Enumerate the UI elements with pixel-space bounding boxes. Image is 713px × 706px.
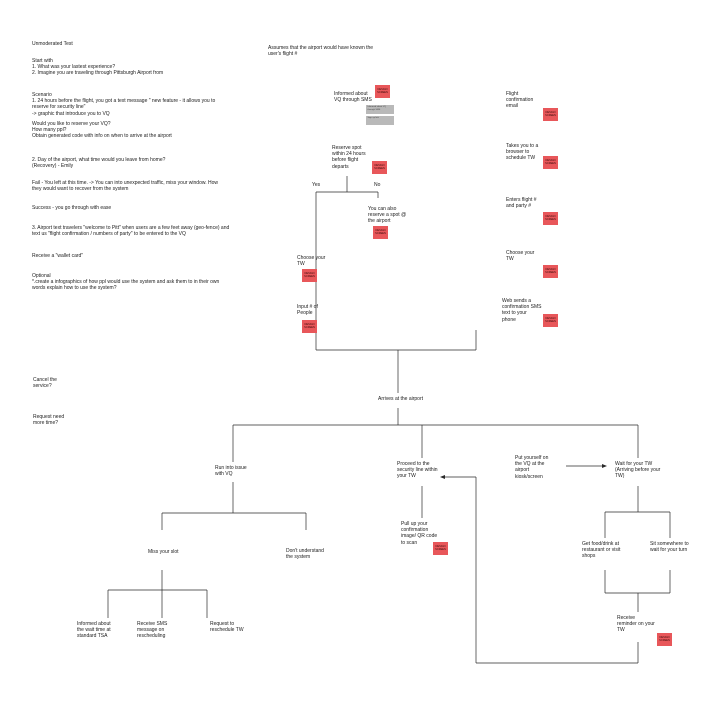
design-screen-sticky: DESIGN SCREEN — [543, 212, 558, 225]
grey-note-sms: Informed about VQ through SMS — [366, 105, 394, 114]
notes-day-of: 2. Day of the airport, what time would y… — [32, 157, 166, 170]
design-screen-sticky: DESIGN SCREEN — [375, 85, 390, 98]
design-screen-sticky: DESIGN SCREEN — [302, 320, 317, 333]
node-receive-sms: Receive SMS message on rescheduling — [137, 621, 168, 640]
design-screen-sticky: DESIGN SCREEN — [657, 633, 672, 646]
design-screen-sticky: DESIGN SCREEN — [543, 156, 558, 169]
node-dont-understand: Don't understand the system — [286, 548, 324, 561]
node-get-food: Get food/drink at restaurant or visit sh… — [582, 541, 621, 560]
notes-start: Start with 1. What was your lastest expe… — [32, 58, 164, 77]
node-enter-flight: Enters flight # and party # — [506, 197, 537, 210]
notes-success: Success - you go through with ease — [32, 205, 112, 211]
node-reserve-airport: You can also reserve a spot @ the airpor… — [368, 206, 407, 225]
notes-request: Request need more time? — [33, 414, 65, 427]
notes-fail: Fail - You left at this time. -> You can… — [32, 180, 218, 193]
node-choose-tw-left: Choose your TW — [297, 255, 326, 268]
design-screen-sticky: DESIGN SCREEN — [543, 108, 558, 121]
notes-title: Unmoderated Test — [32, 41, 73, 47]
node-miss-slot: Miss your slot — [148, 549, 179, 555]
node-informed-wait: Informed about the wait time at standard… — [77, 621, 111, 640]
node-choose-tw-right: Choose your TW — [506, 250, 535, 263]
node-reserve-spot: Reserve spot within 24 hours before flig… — [332, 145, 366, 170]
notes-wallet: Receive a "wallet card" — [32, 253, 84, 259]
design-screen-sticky: DESIGN SCREEN — [543, 314, 558, 327]
node-request-reschedule: Request to reschedule TW — [210, 621, 244, 634]
branch-yes: Yes — [312, 182, 321, 188]
notes-optional: Optional *.create a infographics of how … — [32, 273, 220, 292]
node-proceed: Proceed to the security line within your… — [397, 461, 438, 480]
grey-note-signup: Sign up link — [366, 116, 394, 125]
node-wait-tw: Wait for your TW (Arriving before your T… — [615, 461, 661, 480]
node-receive-reminder: Receive reminder on your TW — [617, 615, 655, 634]
node-input-people: Input # of People — [297, 304, 318, 317]
node-put-yourself: Put yourself on the VQ at the airport ki… — [515, 455, 549, 480]
node-sit: Sit somewhere to wait for your turn — [650, 541, 689, 554]
design-screen-sticky: DESIGN SCREEN — [372, 161, 387, 174]
node-run-issue: Run into issue with VQ — [215, 465, 247, 478]
node-web-sends: Web sends a confirmation SMS text to you… — [502, 298, 542, 323]
node-pull-up: Pull up your confirmation image/ QR code… — [401, 521, 438, 546]
branch-no: No — [374, 182, 381, 188]
node-flight-email: Flight confirmation email — [506, 91, 534, 110]
design-screen-sticky: DESIGN SCREEN — [302, 269, 317, 282]
notes-scenario: Scenario 1. 24 hours before the flight, … — [32, 92, 216, 117]
notes-cancel: Cancel the service? — [33, 377, 57, 390]
design-screen-sticky: DESIGN SCREEN — [433, 542, 448, 555]
node-browser: Takes you to a browser to schedule TW — [506, 143, 539, 162]
node-informed-sms: Informed about VQ through SMS — [334, 91, 372, 104]
notes-geofence: 3. Airport text travelers "welcome to Pi… — [32, 225, 230, 238]
assumption-note: Assumes that the airport would have know… — [268, 45, 374, 58]
design-screen-sticky: DESIGN SCREEN — [543, 265, 558, 278]
notes-reserve-question: Would you like to reserve your VQ? How m… — [32, 121, 172, 140]
design-screen-sticky: DESIGN SCREEN — [373, 226, 388, 239]
node-arrives: Arrives at the airport — [378, 396, 424, 402]
